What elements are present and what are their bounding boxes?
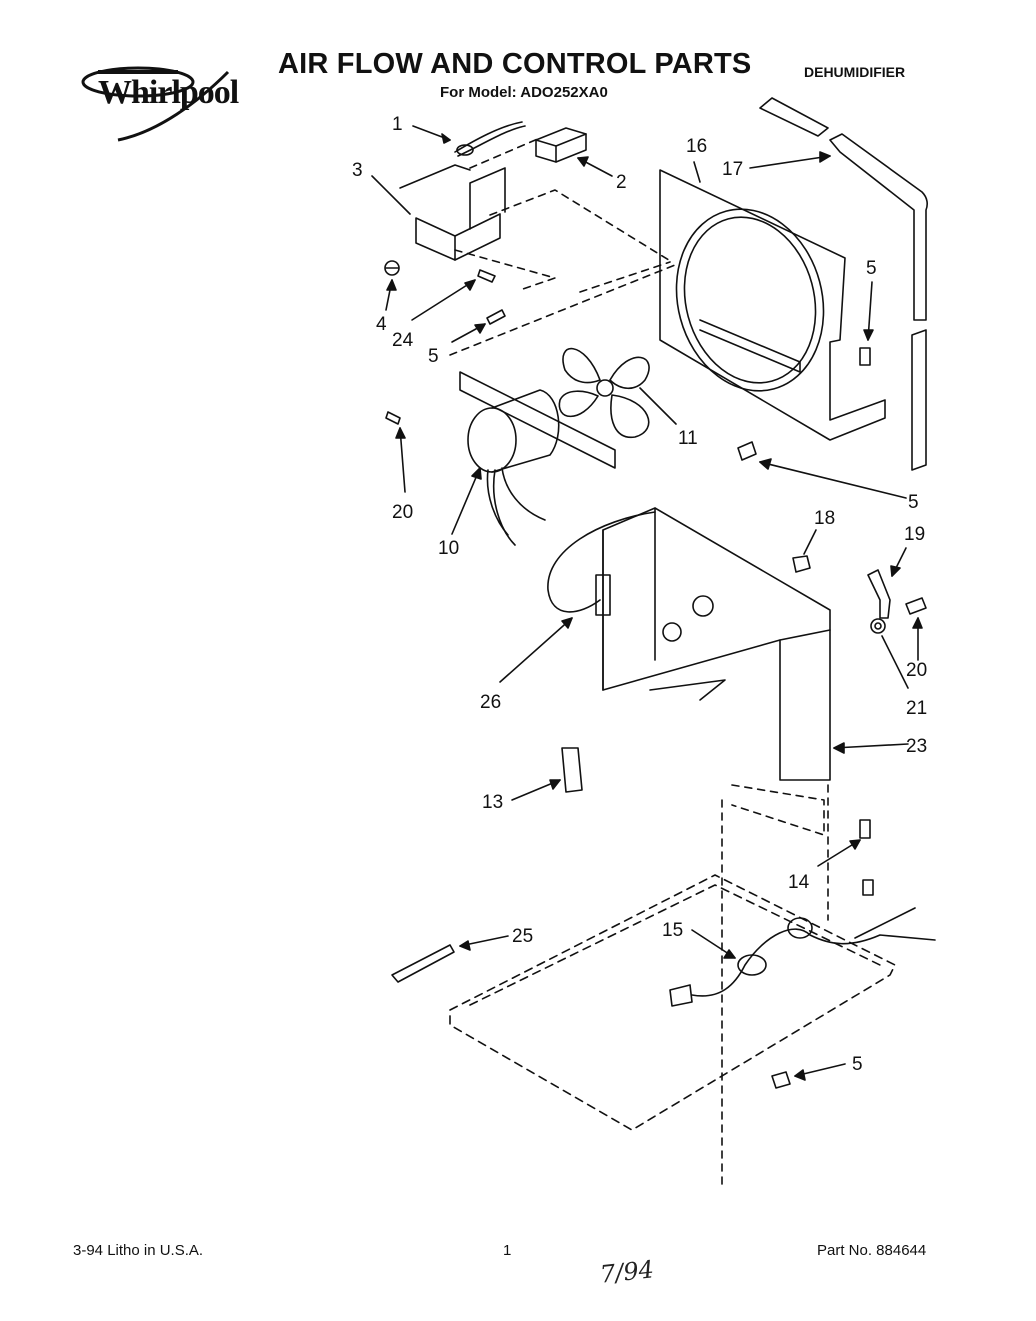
callout-2: 2: [616, 172, 627, 193]
callout-1: 1: [392, 114, 403, 135]
callout-3: 3: [352, 160, 363, 181]
part-2-terminal-block: [535, 127, 587, 163]
footer-part-number: Part No. 884644: [817, 1242, 927, 1259]
part-4-screw: [384, 260, 400, 276]
callout-18: 18: [814, 508, 835, 529]
callout-20a: 20: [392, 502, 413, 523]
part-13-connector: [561, 747, 583, 793]
callout-16: 16: [686, 136, 707, 157]
logo-swoosh: [81, 66, 230, 142]
part-5-screw-b: [859, 347, 871, 366]
part-1-wire-connector: [454, 121, 526, 157]
callout-5d: 5: [852, 1054, 863, 1075]
handwritten-note: 7/94: [598, 1255, 656, 1289]
part-17-gasket-strips: [759, 97, 928, 471]
callout-26: 26: [480, 692, 501, 713]
part-3-control-bracket: [399, 164, 506, 261]
model-number: For Model: ADO252XA0: [440, 84, 608, 101]
callout-13: 13: [482, 792, 503, 813]
callout-21: 21: [906, 698, 927, 719]
page-title: AIR FLOW AND CONTROL PARTS: [278, 48, 752, 80]
part-20-screw-a: [385, 411, 401, 425]
callout-5c: 5: [908, 492, 919, 513]
callout-5a: 5: [428, 346, 439, 367]
callout-11: 11: [678, 428, 698, 449]
callout-19: 19: [904, 524, 925, 545]
part-26-sensor-wire: [547, 511, 656, 616]
part-10-fan-motor: [459, 371, 616, 546]
callout-4: 4: [376, 314, 387, 335]
part-24-screw: [477, 269, 496, 283]
callout-leader-lines: [371, 125, 923, 1081]
part-21-washer: [870, 618, 886, 634]
callout-23: 23: [906, 736, 927, 757]
part-25-cable-tie: [391, 944, 455, 983]
footer-page-number: 1: [503, 1242, 512, 1259]
assembly-guide-lines: [449, 137, 829, 1191]
callout-20b: 20: [906, 660, 927, 681]
callout-24: 24: [392, 330, 414, 351]
part-5-screw-c: [737, 441, 757, 461]
part-5-screw-a: [486, 309, 506, 325]
part-18-nut: [792, 555, 811, 573]
part-5-screw-d: [771, 1071, 791, 1089]
whirlpool-logo: Whirlpool: [78, 52, 248, 144]
callout-10: 10: [438, 538, 459, 559]
part-14-screw: [859, 819, 874, 896]
callout-14: 14: [788, 872, 810, 893]
callout-15: 15: [662, 920, 683, 941]
base-pan-outline: [449, 874, 896, 1131]
part-23-control-housing: [602, 507, 831, 781]
footer-print-date: 3-94 Litho in U.S.A.: [73, 1242, 204, 1259]
callout-17: 17: [722, 159, 743, 180]
part-16-fan-shroud: [659, 169, 886, 441]
part-15-power-cord: [669, 907, 936, 1007]
callout-25: 25: [512, 926, 533, 947]
part-19-clip: [867, 569, 891, 619]
part-20-screw-b: [905, 597, 927, 615]
callout-numbers: 1 2 3 4 24 5 16 17 5 11 20 10 5 18 19 20…: [352, 114, 927, 1075]
product-category: DEHUMIDIFIER: [804, 64, 906, 80]
callout-5b: 5: [866, 258, 877, 279]
part-11-fan-blade: [558, 347, 650, 438]
logo-wordmark: Whirlpool: [98, 74, 239, 111]
